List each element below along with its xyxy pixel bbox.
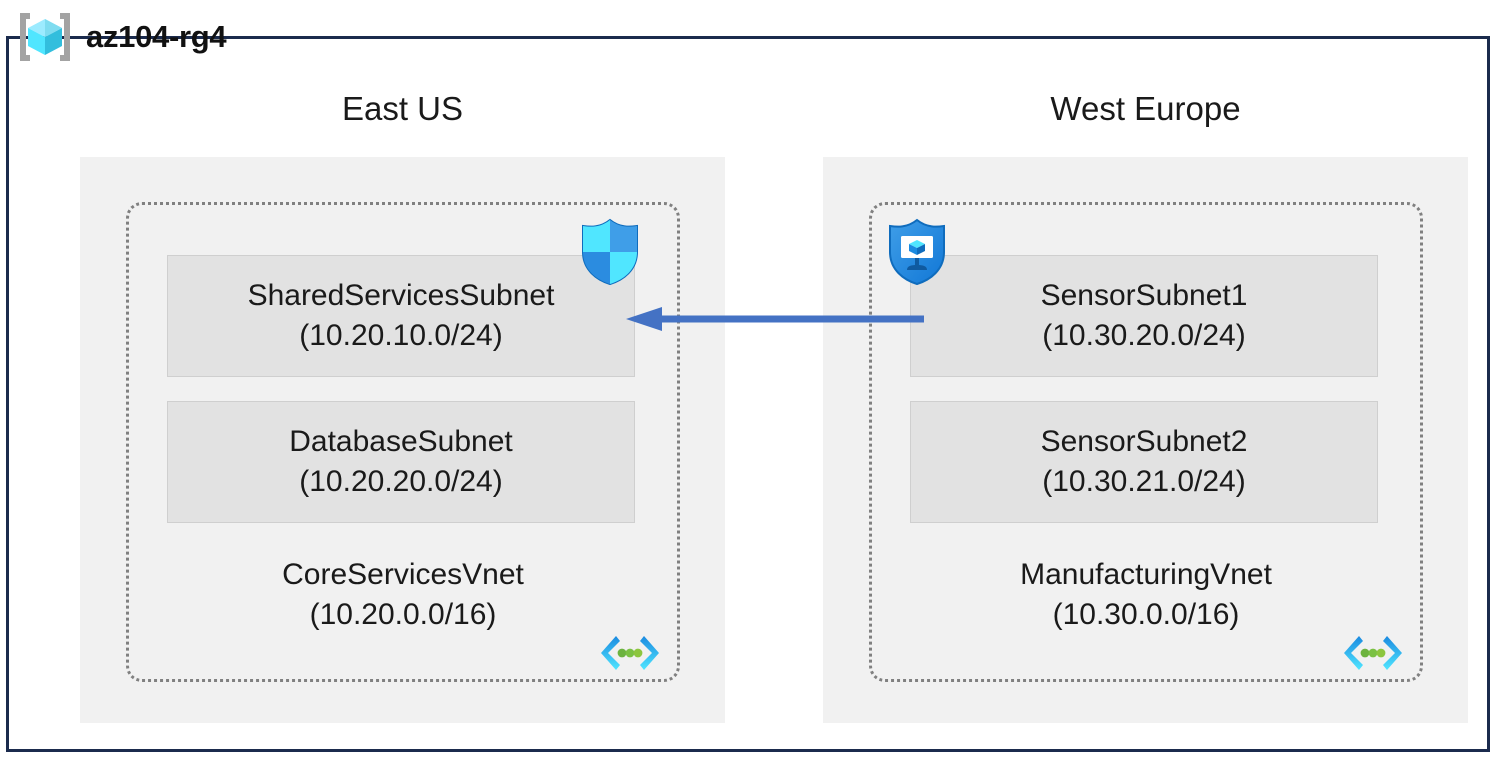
subnet-cidr: (10.20.10.0/24): [299, 319, 503, 352]
subnet-cidr: (10.30.21.0/24): [1042, 465, 1246, 498]
vnet-cidr: (10.30.0.0/16): [1052, 598, 1240, 631]
resource-group-frame-gap: [19, 67, 329, 87]
vnet-core-services: SharedServicesSubnet (10.20.10.0/24) Dat…: [126, 202, 680, 682]
region-west-europe: West Europe SensorSubnet1 (10.30.20.0/24…: [823, 90, 1468, 730]
virtual-network-icon: [599, 633, 661, 673]
resource-group-cube-icon: [14, 9, 76, 65]
region-label-east-us: East US: [341, 90, 464, 127]
subnet-cidr: (10.20.20.0/24): [299, 465, 503, 498]
subnet-name: SharedServicesSubnet: [247, 279, 555, 312]
subnet-database[interactable]: DatabaseSubnet (10.20.20.0/24): [167, 401, 635, 523]
subnet-name: SensorSubnet2: [1040, 425, 1248, 458]
vnet-name: CoreServicesVnet: [282, 558, 524, 591]
subnet-name: DatabaseSubnet: [289, 425, 513, 458]
vnet-name: ManufacturingVnet: [1020, 558, 1272, 591]
subnet-cidr: (10.30.20.0/24): [1042, 319, 1246, 352]
resource-group-name: az104-rg4: [86, 19, 227, 54]
subnet-name: SensorSubnet1: [1040, 279, 1248, 312]
region-label-west-europe: West Europe: [1050, 90, 1241, 127]
vnet-manufacturing: SensorSubnet1 (10.30.20.0/24) SensorSubn…: [869, 202, 1423, 682]
subnet-shared-services[interactable]: SharedServicesSubnet (10.20.10.0/24): [167, 255, 635, 377]
virtual-network-icon: [1342, 633, 1404, 673]
shield-monitor-icon: [885, 218, 949, 286]
subnet-sensor-2[interactable]: SensorSubnet2 (10.30.21.0/24): [910, 401, 1378, 523]
shield-quadrant-icon: [578, 218, 642, 286]
subnet-sensor-1[interactable]: SensorSubnet1 (10.30.20.0/24): [910, 255, 1378, 377]
region-east-us: East US SharedServicesSubnet (10.20.10.0…: [80, 90, 725, 730]
resource-group-header: az104-rg4: [14, 8, 227, 66]
resource-group-frame: [6, 36, 1490, 752]
vnet-cidr: (10.20.0.0/16): [309, 598, 497, 631]
